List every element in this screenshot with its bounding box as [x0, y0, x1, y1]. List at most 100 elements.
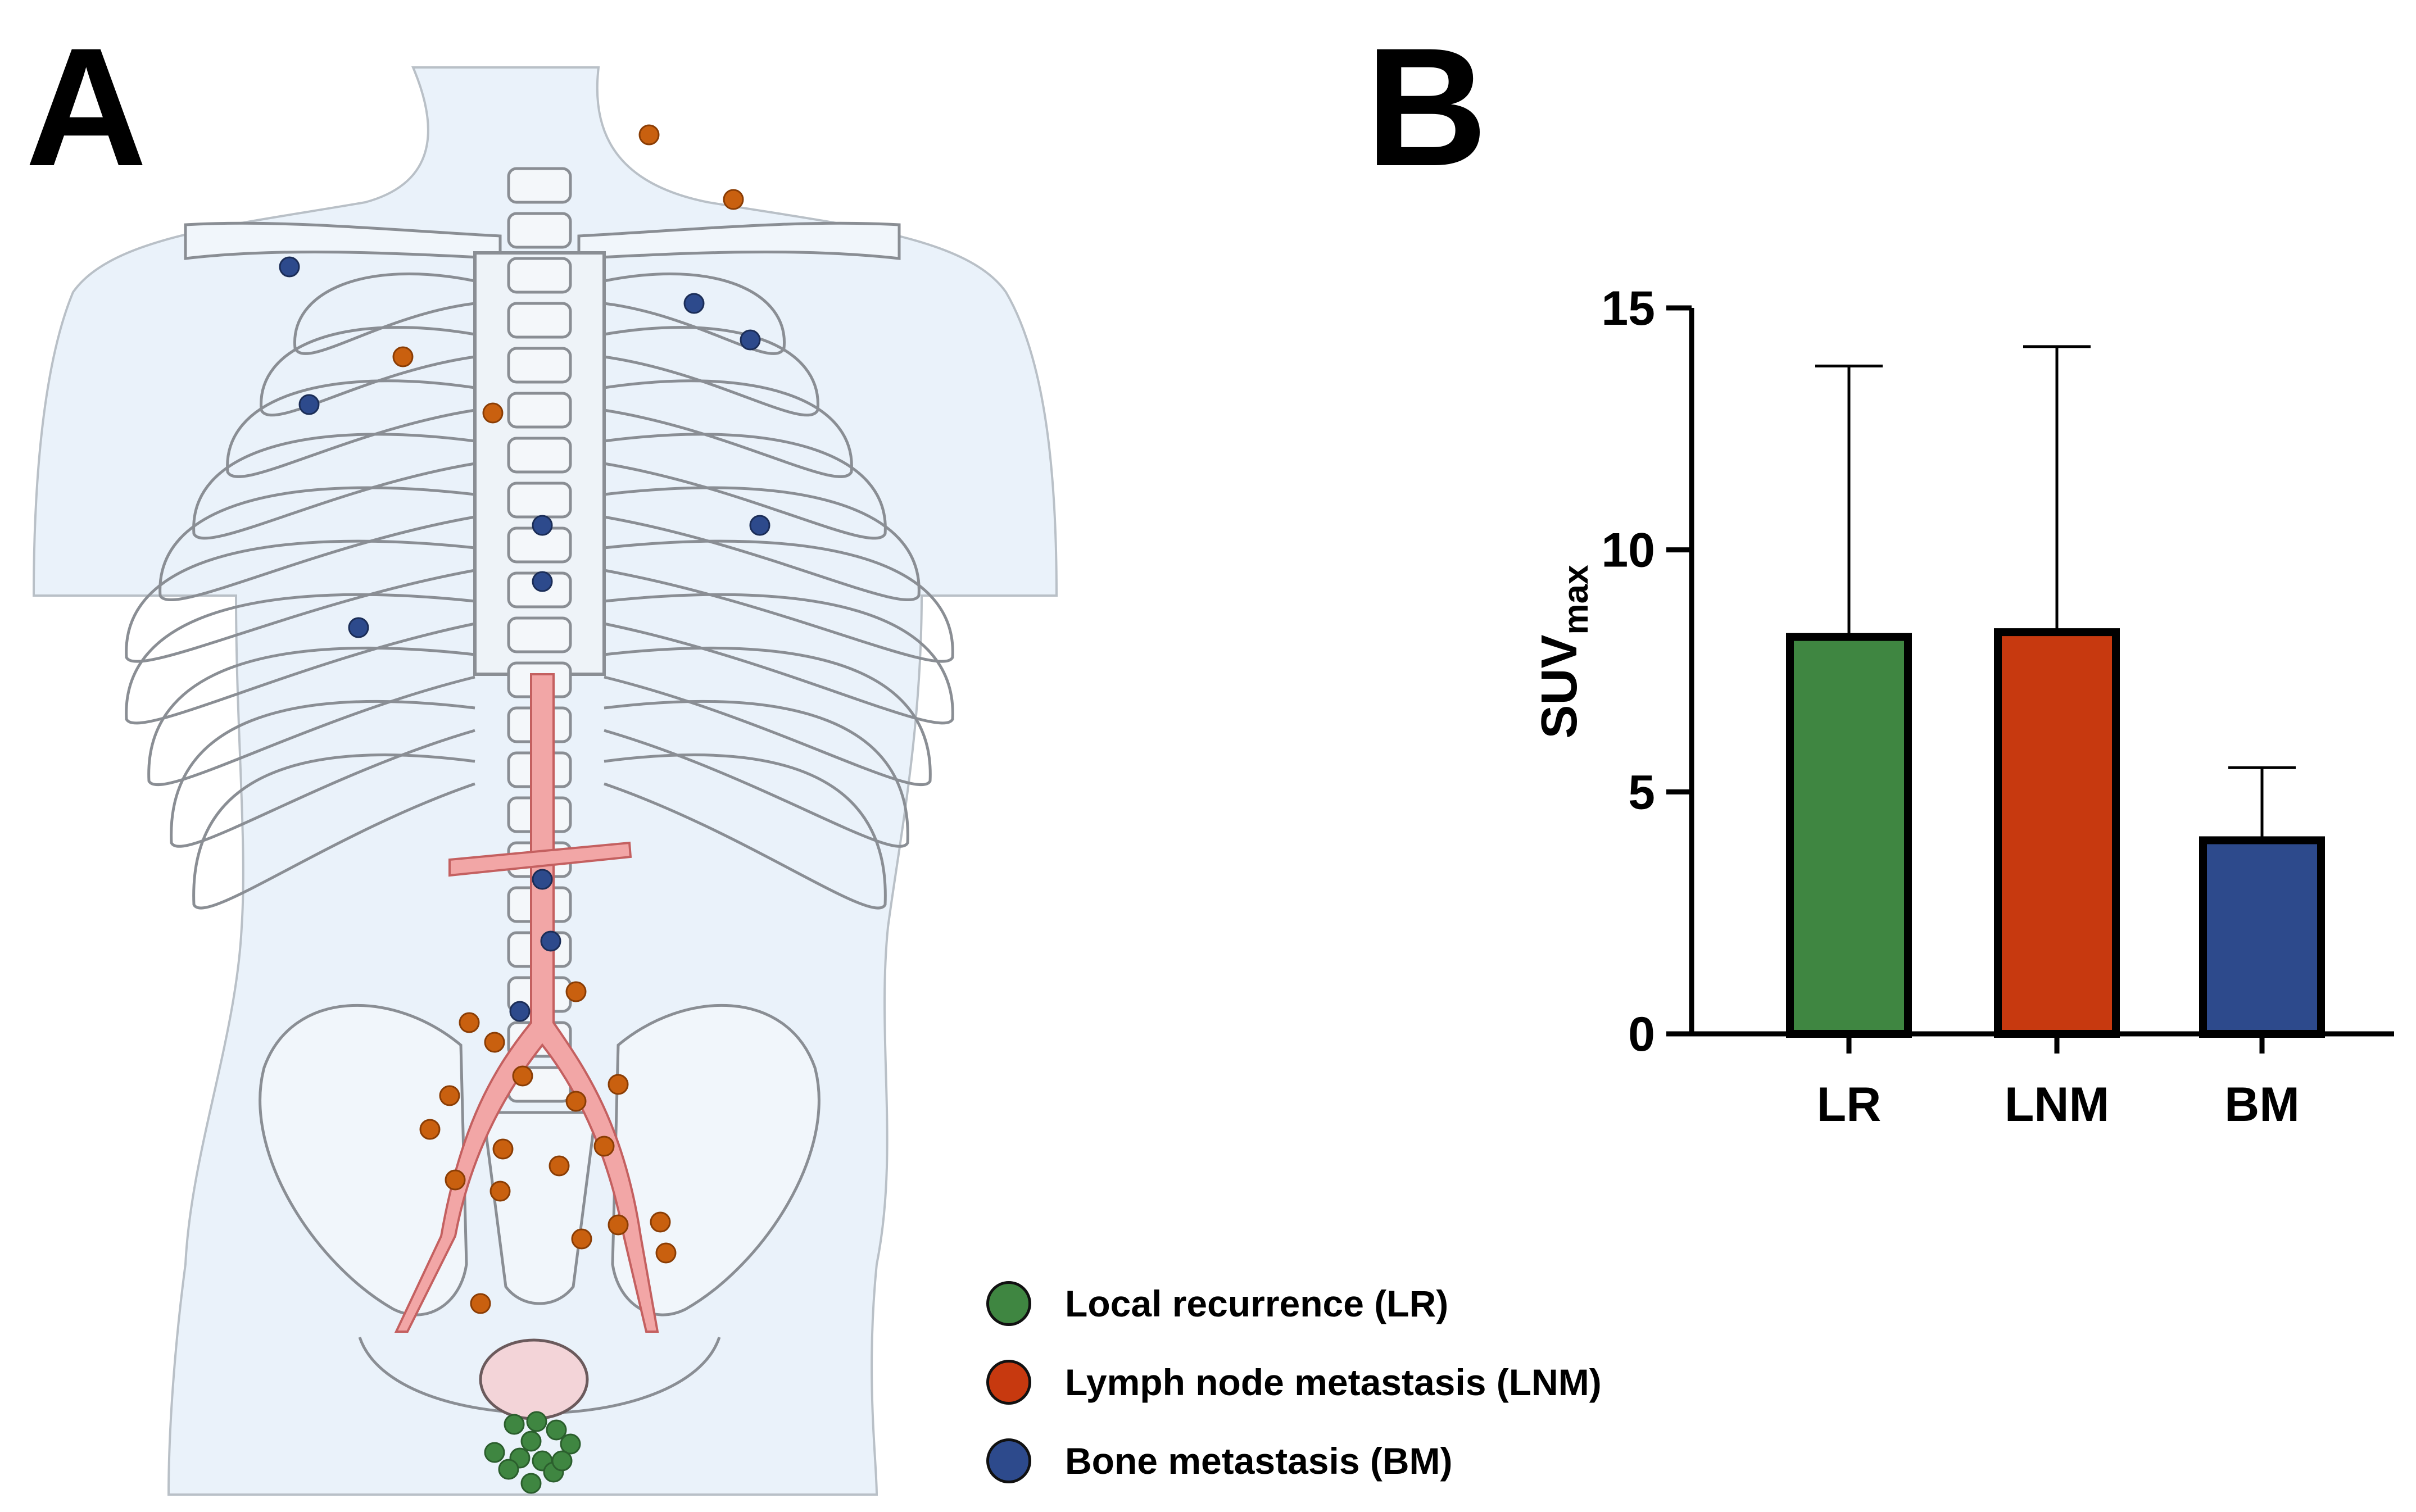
- left-iliac: [259, 1004, 468, 1316]
- bone-lesion-dot: [279, 256, 300, 278]
- y-axis-title-subscript: max: [1557, 565, 1595, 635]
- lymph-node-lesion-dot: [489, 1180, 511, 1202]
- lymph-node-lesion-dot: [565, 1091, 587, 1112]
- right-clavicle: [577, 221, 901, 260]
- vertebra-4: [507, 302, 572, 339]
- legend-label-bm: Bone metastasis (BM): [1065, 1440, 1453, 1482]
- bar-lnm: [1994, 628, 2120, 1038]
- x-tick-label-bm: BM: [2224, 1078, 2300, 1132]
- rib-left-4: [192, 433, 475, 540]
- lymph-node-lesion-dot: [650, 1211, 671, 1233]
- lymph-node-lesion-dot: [492, 1138, 514, 1160]
- legend: Local recurrence (LR) Lymph node metasta…: [986, 1264, 1602, 1500]
- bone-lesion-dot: [540, 930, 561, 952]
- rib-right-7: [604, 593, 954, 725]
- bone-lesion-dot: [348, 617, 369, 638]
- local-recurrence-dot: [520, 1473, 542, 1494]
- lymph-node-lesion-dot: [608, 1074, 629, 1095]
- rib-left-5: [158, 486, 475, 601]
- legend-label-lr: Local recurrence (LR): [1065, 1283, 1449, 1324]
- rib-left-10: [192, 753, 475, 910]
- rib-right-9: [604, 700, 909, 848]
- x-labels-group: LR LNM BM: [1817, 1034, 2300, 1132]
- panel-label-a: A: [25, 12, 147, 201]
- lymph-node-lesion-dot: [593, 1136, 615, 1157]
- lymph-node-lesion-dot: [549, 1155, 570, 1177]
- y-tick-label-15: 15: [1601, 281, 1655, 335]
- x-tick-label-lr: LR: [1817, 1078, 1882, 1132]
- bone-lesion-dot: [298, 394, 320, 415]
- lymph-node-lesion-dot: [439, 1085, 460, 1106]
- vertebra-3: [507, 257, 572, 294]
- bone-lesion-dot: [532, 571, 553, 592]
- lymph-node-lesion-dot: [655, 1242, 677, 1264]
- y-axis-title-main: SUV: [1531, 635, 1588, 739]
- lymph-node-lesion-dot: [638, 124, 660, 146]
- rib-right-3: [604, 379, 853, 478]
- local-recurrence-dot: [484, 1442, 505, 1463]
- lymph-node-lesion-dot: [565, 981, 587, 1002]
- error-bars-group: [1815, 345, 2296, 841]
- x-tick-label-lnm: LNM: [2005, 1078, 2109, 1132]
- lymph-node-lesion-dot: [484, 1032, 505, 1053]
- lymph-node-lesion-dot: [512, 1065, 533, 1087]
- panel-label-b: B: [1366, 12, 1488, 201]
- y-axis-title: SUVmax: [1531, 565, 1595, 739]
- y-tick-label-0: 0: [1628, 1007, 1655, 1061]
- legend-label-lnm: Lymph node metastasis (LNM): [1065, 1361, 1602, 1403]
- rib-right-6: [604, 539, 954, 663]
- lymph-node-lesion-dot: [470, 1293, 491, 1314]
- local-recurrence-dot: [546, 1419, 567, 1441]
- bar-lr: [1786, 633, 1912, 1038]
- local-recurrence-dot: [560, 1433, 581, 1455]
- lymph-node-lesion-dot: [419, 1119, 441, 1140]
- bone-lesion-dot: [683, 293, 705, 314]
- lymph-node-lesion-dot: [482, 402, 504, 424]
- vertebra-6: [507, 392, 572, 429]
- bar-bm: [2199, 836, 2325, 1038]
- lymph-node-lesion-dot: [608, 1214, 629, 1236]
- bone-lesion-dot: [509, 1001, 531, 1022]
- local-recurrence-dot: [526, 1411, 547, 1432]
- lesion-markers: [279, 124, 770, 1494]
- rib-right-8: [604, 646, 932, 787]
- vertebra-1: [507, 167, 572, 204]
- vertebra-11: [507, 616, 572, 653]
- rib-left-7: [125, 593, 475, 725]
- rib-right-4: [604, 433, 887, 540]
- rib-right-10: [604, 753, 887, 910]
- vertebra-8: [507, 482, 572, 519]
- lymph-node-lesion-dot: [445, 1169, 466, 1191]
- rib-right-5: [604, 486, 921, 601]
- legend-item-lr: Local recurrence (LR): [986, 1264, 1602, 1343]
- bone-lesion-dot: [749, 515, 770, 536]
- legend-dot-bm: [986, 1438, 1031, 1483]
- vertebra-7: [507, 437, 572, 474]
- local-recurrence-dot: [551, 1450, 573, 1472]
- lymph-node-lesion-dot: [571, 1228, 592, 1250]
- rib-left-3: [226, 379, 475, 478]
- torso-illustration: [32, 66, 1058, 1496]
- rib-cage: [125, 273, 954, 910]
- pelvis: [259, 1004, 821, 1415]
- bladder: [479, 1338, 589, 1420]
- local-recurrence-dot: [504, 1414, 525, 1435]
- legend-item-lnm: Lymph node metastasis (LNM): [986, 1343, 1602, 1422]
- aorta-iliac-vessels: [394, 673, 659, 1333]
- legend-dot-lr: [986, 1281, 1031, 1326]
- lymph-node-lesion-dot: [392, 346, 414, 367]
- bars-group: [1786, 628, 2325, 1038]
- renal-arteries: [448, 841, 632, 877]
- lymph-node-lesion-dot: [459, 1012, 480, 1033]
- lymph-node-lesion-dot: [723, 189, 744, 210]
- vertebra-5: [507, 347, 572, 384]
- legend-item-bm: Bone metastasis (BM): [986, 1422, 1602, 1500]
- bone-lesion-dot: [532, 869, 553, 890]
- rib-left-6: [125, 539, 475, 663]
- local-recurrence-dot: [520, 1431, 542, 1452]
- clavicles: [184, 221, 901, 260]
- y-tick-label-5: 5: [1628, 765, 1655, 819]
